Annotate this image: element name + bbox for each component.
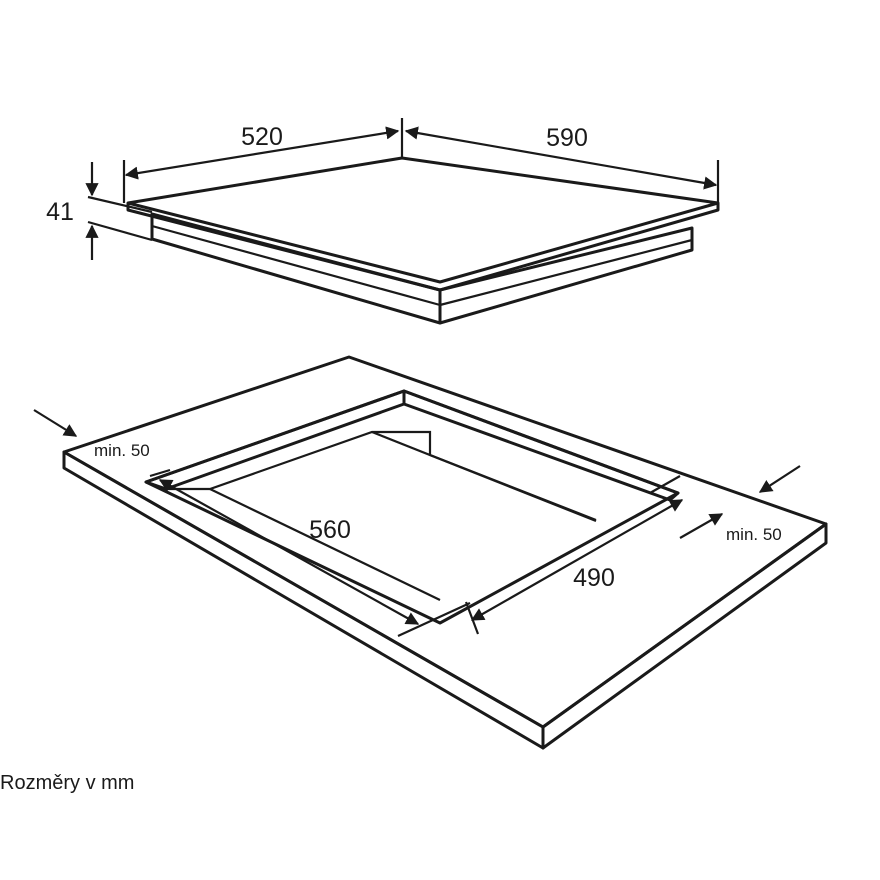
height-extension-bottom [87, 220, 153, 242]
cutout-width-label: 560 [309, 516, 351, 544]
clearance-arrow-right-top [758, 465, 801, 493]
cutout-depth-label: 490 [573, 564, 615, 592]
height-extension-top [87, 195, 153, 214]
hob-base-line-right [439, 238, 693, 307]
hob [126, 156, 720, 325]
worktop-front-right-face [541, 522, 828, 750]
hob-glass-top [126, 156, 720, 284]
dimension-arrow-520 [124, 126, 400, 180]
cutout-extension-front [397, 602, 471, 637]
hob-base-right-face [438, 226, 694, 325]
hob-height-label: 41 [46, 198, 74, 226]
cutout-left-wall [144, 389, 406, 491]
hob-base-line [151, 224, 441, 307]
worktop [62, 355, 828, 750]
clearance-arrow-right-bottom [679, 513, 724, 539]
cutout-inner-outline [166, 430, 597, 522]
cutout-extension-back [149, 468, 171, 478]
units-note: Rozměry v mm [0, 772, 134, 794]
worktop-front-left-face [62, 450, 545, 750]
clearance-right-label: min. 50 [726, 525, 782, 544]
hob-dimensions: 520 590 41 [46, 118, 720, 260]
hob-glass-edge [126, 203, 720, 292]
hob-width-label: 590 [546, 124, 588, 152]
worktop-surface [62, 355, 828, 729]
dimension-arrow-590 [404, 126, 718, 190]
dimension-arrow-560 [158, 479, 420, 625]
cutout-back-wall [402, 389, 680, 502]
cutout-inner-left-edge [209, 488, 441, 601]
dimension-arrow-490 [470, 499, 684, 621]
cutout-dimensions: 560 490 min. 50 min. 50 [33, 409, 801, 637]
hob-depth-label: 520 [241, 123, 283, 151]
hob-base-left-face [150, 212, 442, 325]
cutout-inner-edge [371, 430, 597, 523]
cutout-extension-right [649, 475, 681, 494]
clearance-left-label: min. 50 [94, 441, 150, 460]
clearance-arrow-left [33, 409, 78, 437]
